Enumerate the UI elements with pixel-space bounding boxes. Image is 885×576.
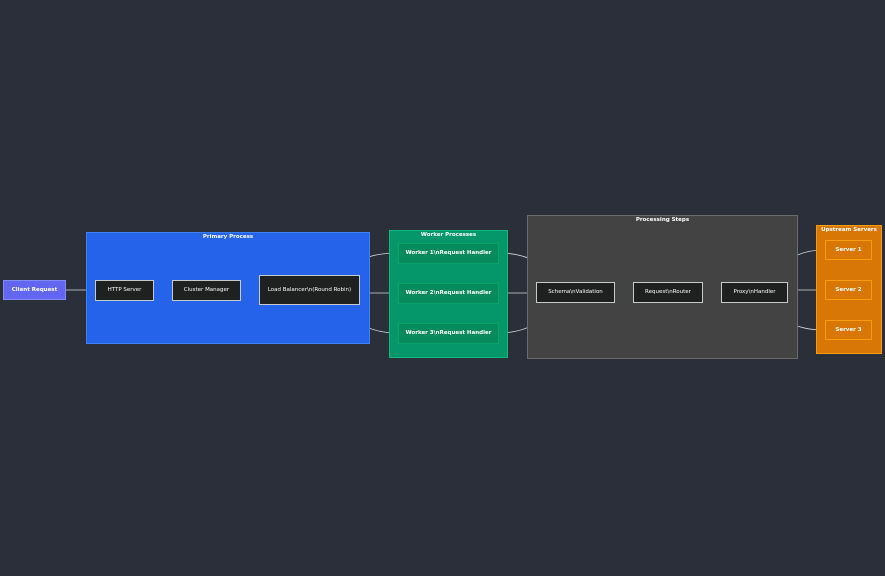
cluster-manager-node[interactable]: Cluster Manager: [172, 280, 241, 301]
request-router-label: Request\nRouter: [645, 289, 691, 296]
request-router-node[interactable]: Request\nRouter: [633, 282, 703, 303]
server-1-node[interactable]: Server 1: [825, 240, 872, 260]
server-2-label: Server 2: [835, 286, 862, 293]
worker-2-node[interactable]: Worker 2\nRequest Handler: [398, 283, 499, 304]
worker-1-node[interactable]: Worker 1\nRequest Handler: [398, 243, 499, 264]
server-2-node[interactable]: Server 2: [825, 280, 872, 300]
cluster-manager-label: Cluster Manager: [183, 287, 230, 294]
worker-3-node[interactable]: Worker 3\nRequest Handler: [398, 323, 499, 344]
schema-validation-label: Schema\nValidation: [548, 289, 603, 296]
proxy-handler-label: Proxy\nHandler: [733, 289, 776, 296]
http-server-label: HTTP Server: [107, 287, 142, 294]
client-request-node[interactable]: Client Request: [3, 280, 66, 300]
server-3-label: Server 3: [835, 326, 862, 333]
schema-validation-node[interactable]: Schema\nValidation: [536, 282, 615, 303]
primary-process-title: Primary Process: [202, 234, 254, 240]
client-request-label: Client Request: [11, 286, 58, 293]
worker-processes-title: Worker Processes: [420, 232, 477, 238]
worker-2-label: Worker 2\nRequest Handler: [405, 290, 492, 297]
worker-1-label: Worker 1\nRequest Handler: [405, 250, 492, 257]
server-3-node[interactable]: Server 3: [825, 320, 872, 340]
http-server-node[interactable]: HTTP Server: [95, 280, 154, 301]
worker-3-label: Worker 3\nRequest Handler: [405, 330, 492, 337]
proxy-handler-node[interactable]: Proxy\nHandler: [721, 282, 788, 303]
upstream-servers-title: Upstream Servers: [821, 227, 877, 233]
processing-steps-title: Processing Steps: [635, 217, 690, 223]
server-1-label: Server 1: [835, 246, 862, 253]
load-balancer-label: Load Balancer\n(Round Robin): [267, 286, 352, 293]
load-balancer-node[interactable]: Load Balancer\n(Round Robin): [259, 275, 360, 305]
